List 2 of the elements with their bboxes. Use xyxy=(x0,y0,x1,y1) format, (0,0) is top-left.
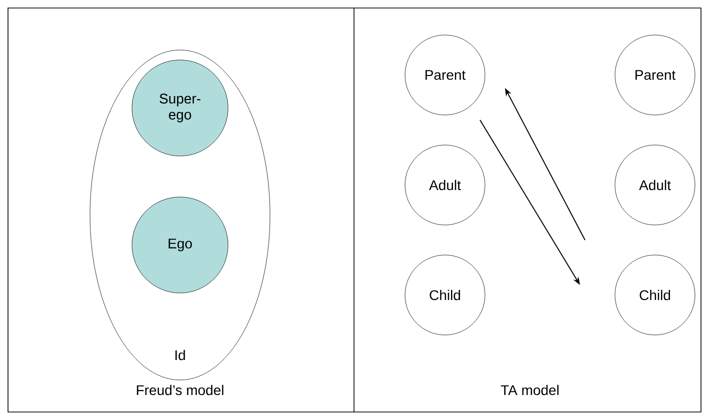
panel-caption: TA model xyxy=(500,384,558,396)
panel-caption: Freud’s model xyxy=(136,384,224,396)
